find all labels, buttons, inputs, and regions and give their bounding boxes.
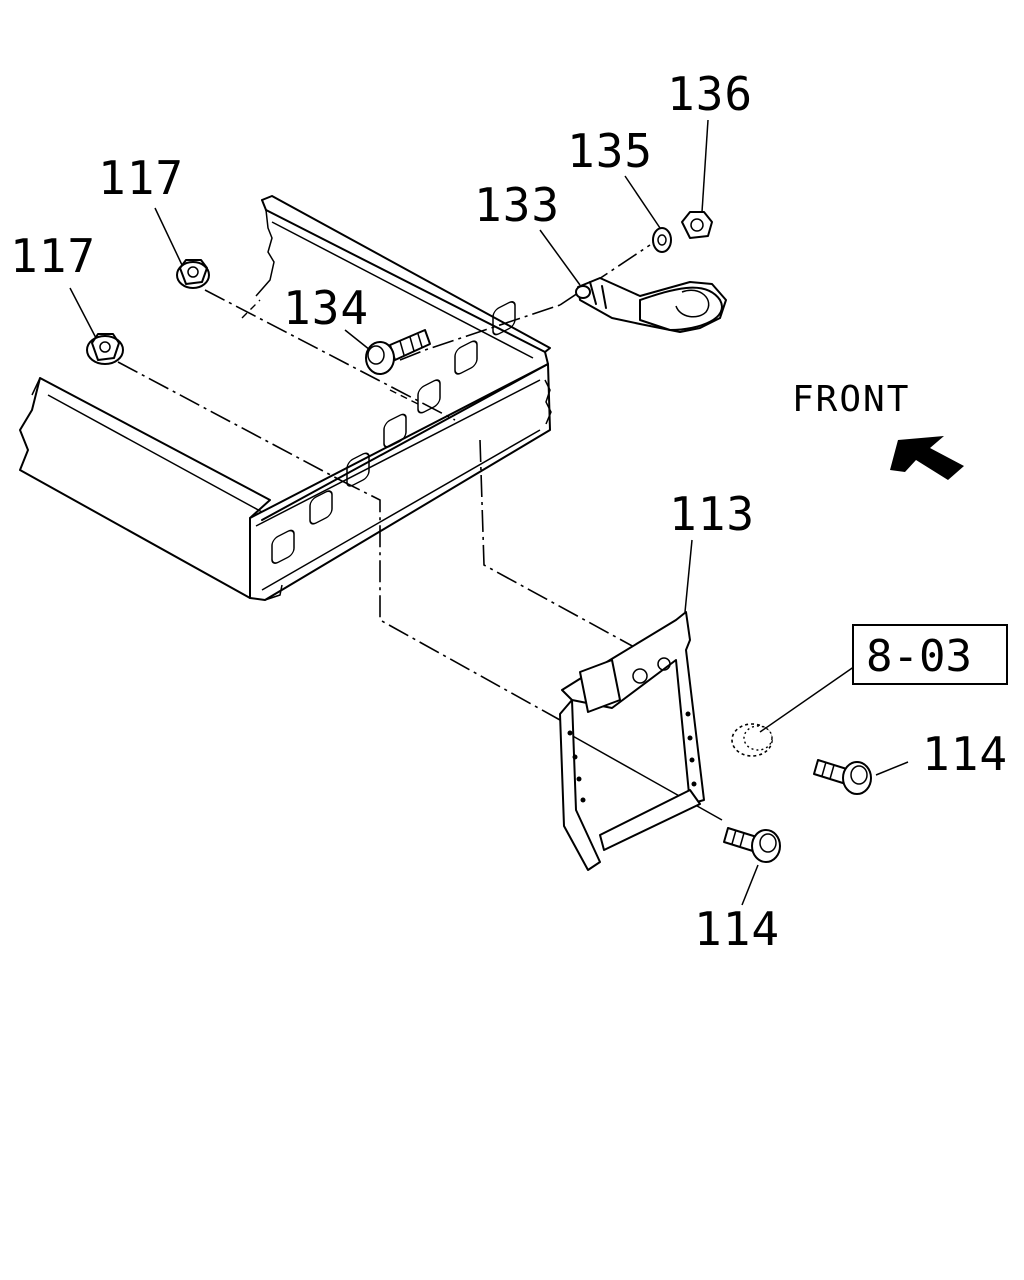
frame-rail <box>19 195 552 601</box>
tow-hook-133 <box>575 277 727 333</box>
bolt-134 <box>365 329 431 375</box>
callout-117-upper: 117 <box>98 151 184 205</box>
bolt-114-upper <box>813 759 872 795</box>
callout-113: 113 <box>669 487 755 541</box>
nut-117-upper <box>176 259 210 289</box>
callout-117-lower: 117 <box>10 229 96 283</box>
leader-lines <box>69 119 909 906</box>
callout-134: 134 <box>283 281 369 335</box>
front-direction-arrow-icon <box>890 436 964 480</box>
plug-ref-8-03 <box>731 723 773 757</box>
nut-117-lower <box>86 333 124 365</box>
callout-114-upper: 114 <box>922 727 1008 781</box>
web-holes <box>271 301 516 564</box>
reference-box-label: 8-03 <box>866 631 972 682</box>
callout-114-lower: 114 <box>694 902 780 956</box>
bolt-114-lower <box>723 827 781 863</box>
bracket-113 <box>559 611 705 871</box>
callout-135: 135 <box>567 124 653 178</box>
callout-133: 133 <box>474 178 560 232</box>
nut-136 <box>681 211 713 239</box>
front-label: FRONT <box>792 379 910 420</box>
callout-136: 136 <box>667 67 753 121</box>
reference-box <box>852 624 1008 685</box>
washer-135 <box>652 227 672 253</box>
